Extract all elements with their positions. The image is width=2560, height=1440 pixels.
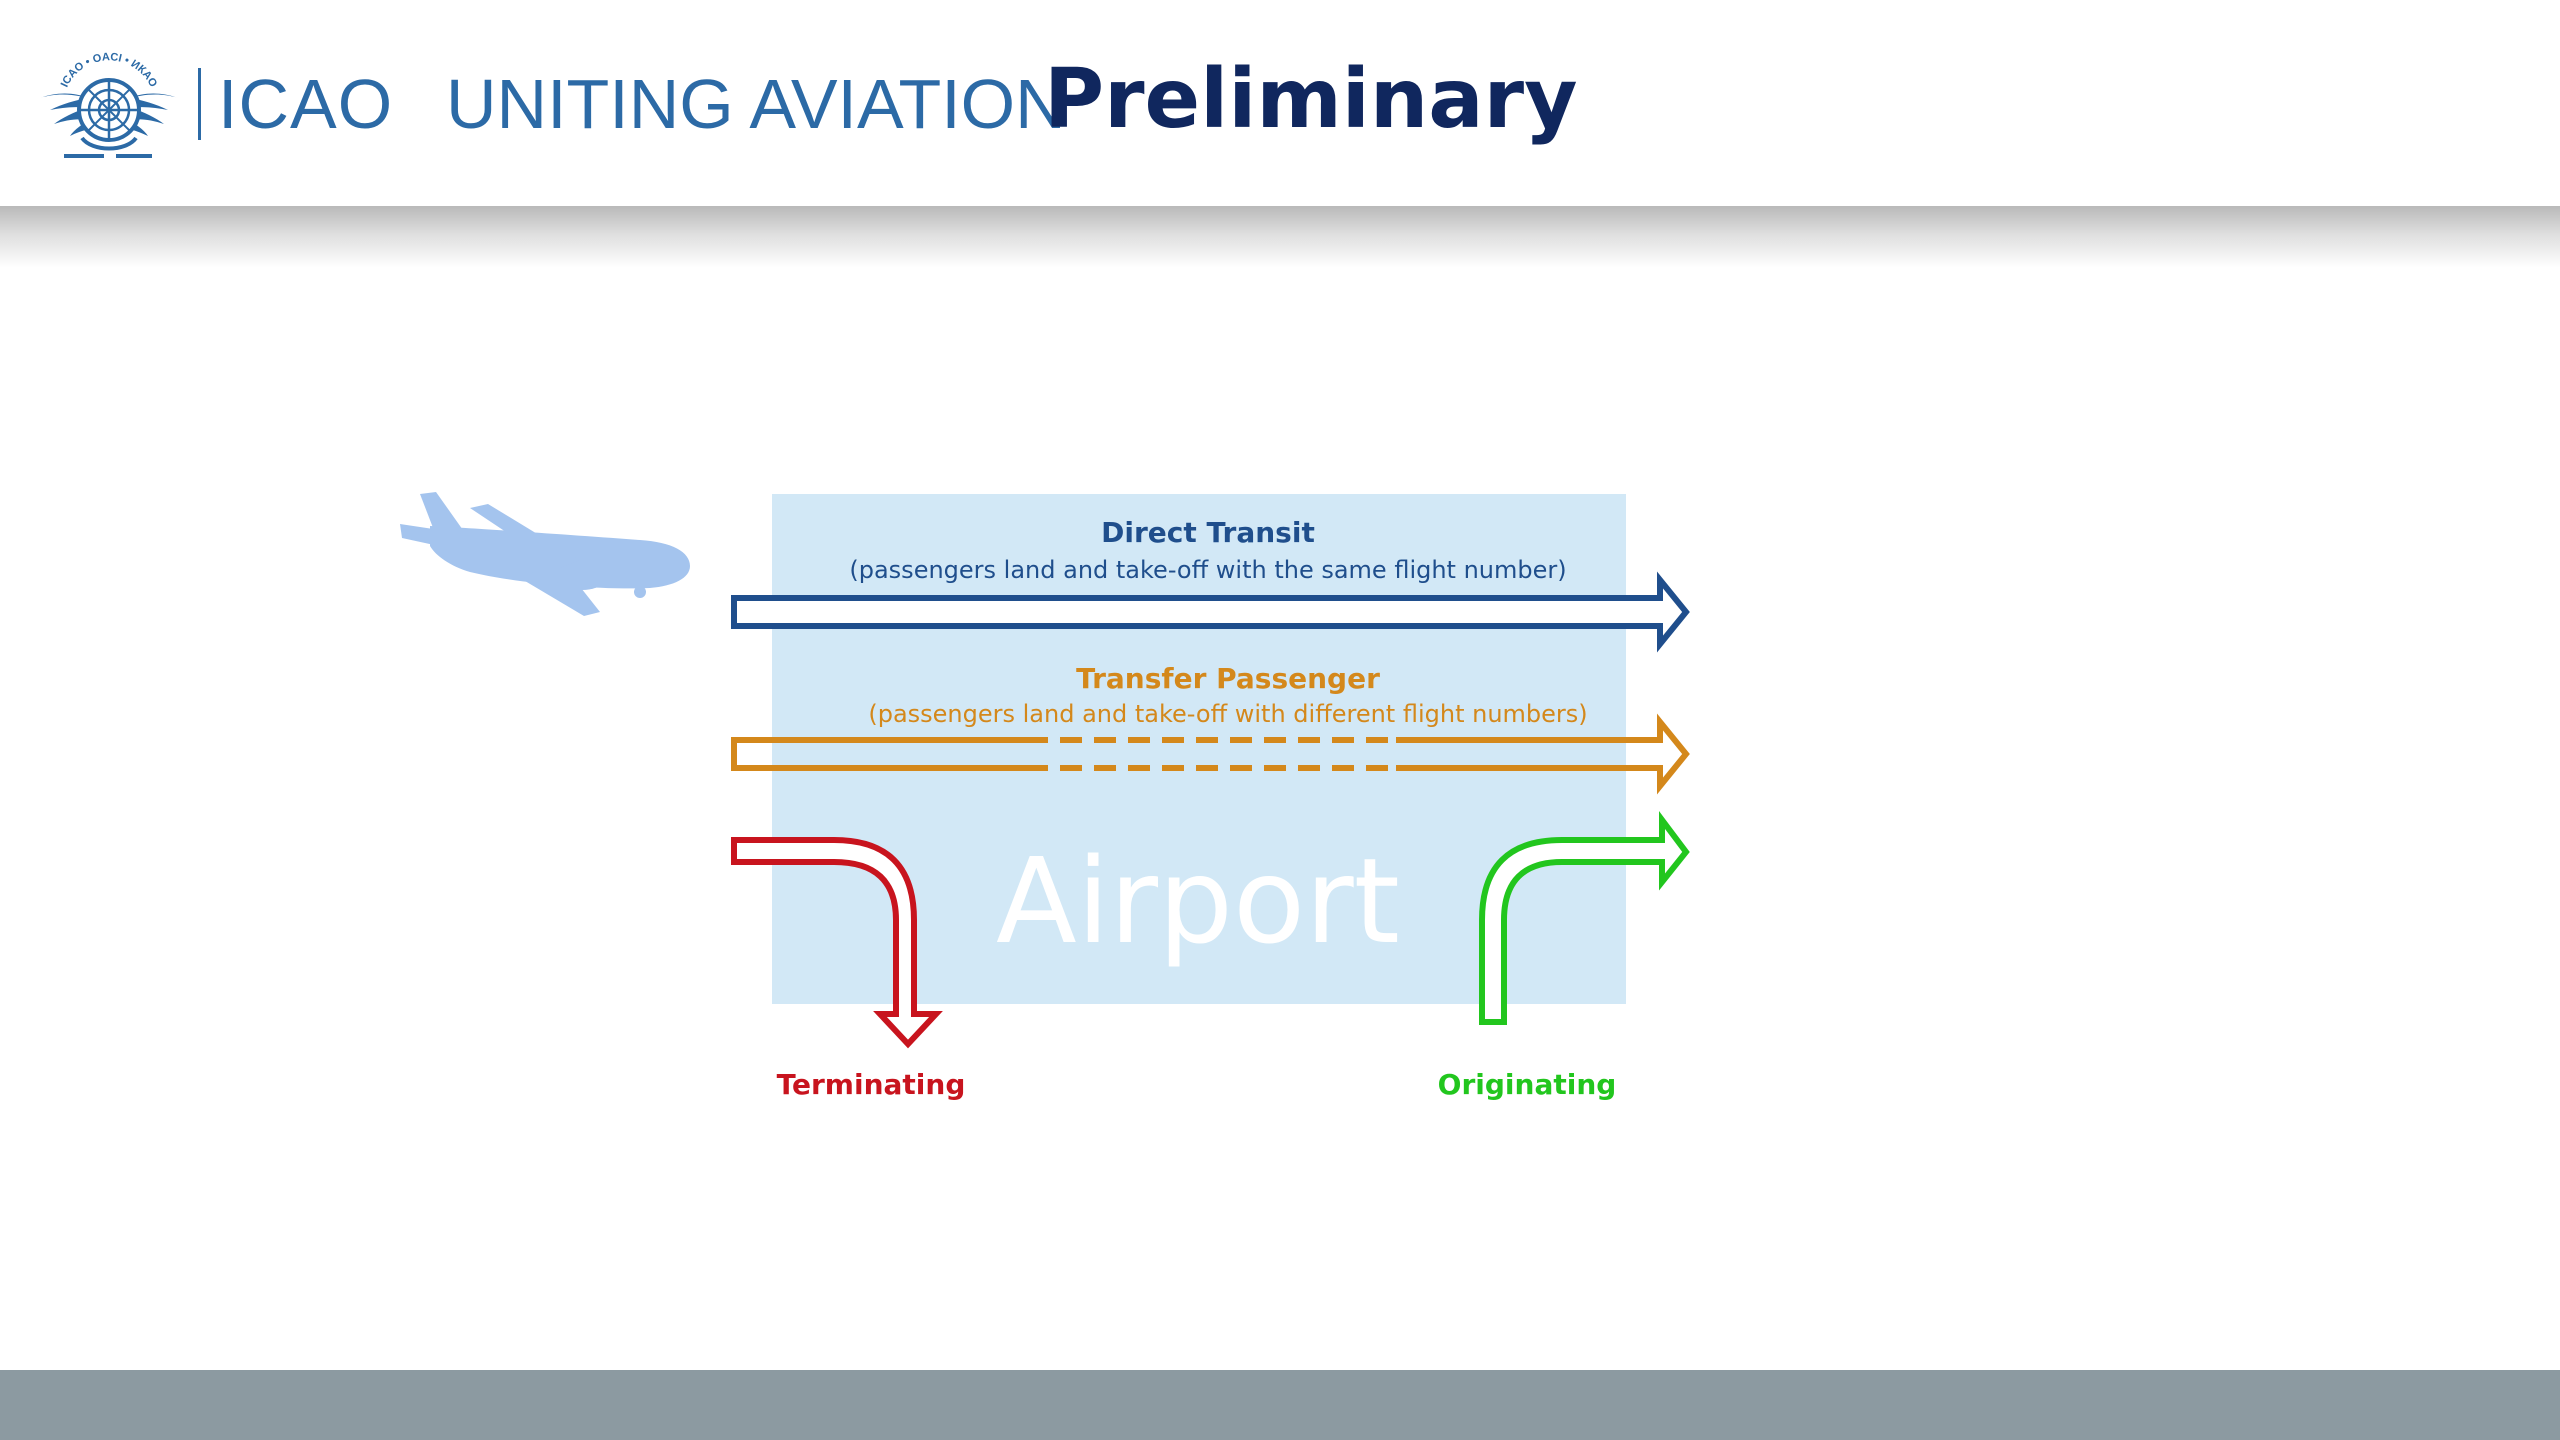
terminating-label: Terminating — [777, 1068, 966, 1101]
transfer-passenger-arrow — [731, 713, 1690, 795]
icao-emblem-icon: ICAO • OACI • ИКАО — [40, 51, 178, 158]
footer-bar — [0, 1370, 2560, 1440]
logo-divider — [198, 68, 201, 140]
direct-transit-title: Direct Transit — [1101, 516, 1315, 549]
airplane-icon — [400, 492, 690, 616]
direct-transit-subtitle: (passengers land and take-off with the s… — [849, 556, 1566, 584]
tagline: UNITING AVIATION — [446, 65, 1066, 143]
header-shadow — [0, 206, 2560, 268]
originating-arrow — [1479, 811, 1690, 1025]
originating-label: Originating — [1438, 1068, 1617, 1101]
airport-label: Airport — [996, 832, 1400, 970]
direct-transit-arrow — [731, 571, 1690, 653]
transfer-passenger-title: Transfer Passenger — [1076, 662, 1380, 695]
logo-text: ICAO — [218, 65, 394, 143]
slide-title: Preliminary — [1044, 52, 1578, 147]
header: ICAO • OACI • ИКАО ICAO UNITING AVIATION… — [0, 0, 2560, 206]
transfer-passenger-subtitle: (passengers land and take-off with diffe… — [868, 700, 1587, 728]
terminating-arrow — [731, 837, 943, 1049]
